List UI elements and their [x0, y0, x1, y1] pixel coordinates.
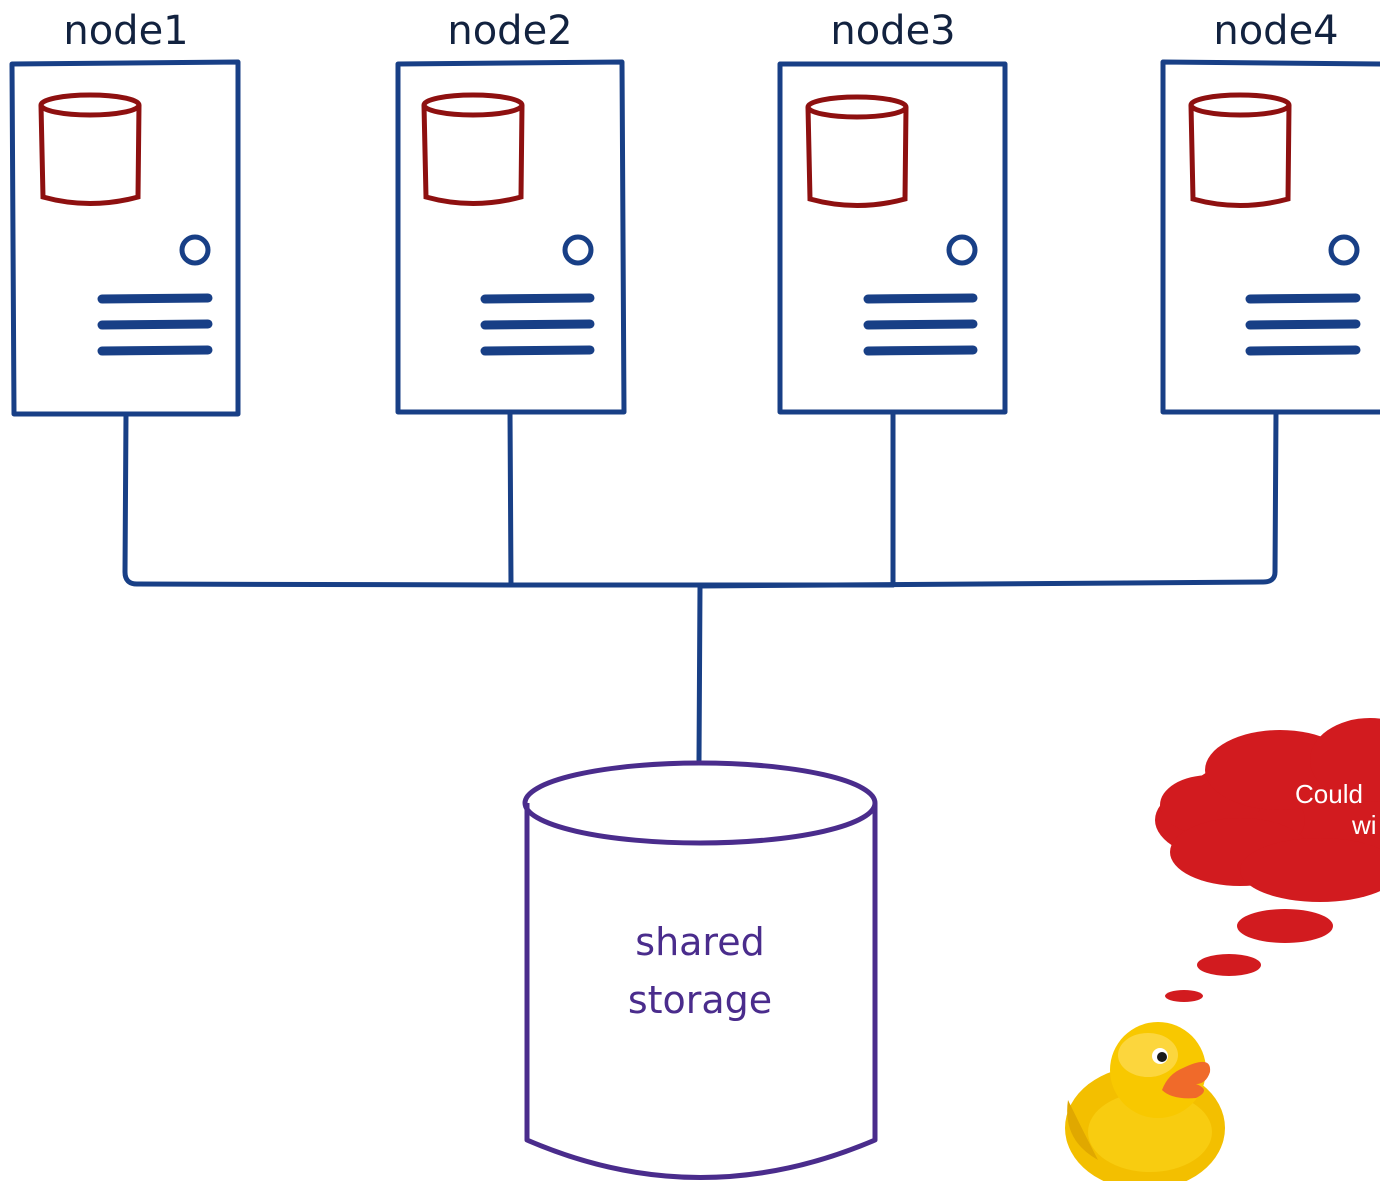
power-led-icon	[1328, 234, 1360, 266]
server-node-3: node3	[777, 8, 1008, 415]
power-led-icon	[946, 234, 978, 266]
power-led-icon	[562, 234, 594, 266]
server-box-3	[777, 61, 1008, 415]
vent-lines-icon	[1245, 293, 1361, 356]
shared-storage: shared storage	[522, 760, 878, 1180]
node-label-3: node3	[830, 8, 955, 54]
node-label-4: node4	[1213, 8, 1338, 54]
thought-text-line2: wi	[1351, 810, 1377, 840]
duck-beak	[1162, 1061, 1211, 1099]
disk-icon	[805, 94, 909, 208]
node-label-1: node1	[63, 8, 188, 54]
disk-icon	[1188, 92, 1292, 208]
rubber-duck-icon	[1065, 1022, 1225, 1181]
vent-lines-icon	[863, 293, 978, 356]
thought-cloud	[1155, 718, 1380, 902]
server-box-1	[9, 59, 241, 417]
storage-cylinder	[524, 803, 878, 1180]
link-node-2	[507, 409, 514, 588]
thought-dot-large	[1237, 909, 1333, 943]
server-node-1: node1	[9, 8, 241, 417]
server-box-2	[395, 59, 627, 415]
node-label-2: node2	[447, 8, 572, 54]
disk-icon	[421, 92, 525, 206]
vent-lines-icon	[97, 293, 213, 356]
server-node-4: node4	[1160, 8, 1380, 415]
thought-bubble: Could wi	[1155, 718, 1380, 1002]
power-led-icon	[179, 234, 211, 266]
vent-lines-icon	[480, 293, 595, 356]
storage-label-line1: shared	[635, 920, 764, 964]
server-node-2: node2	[395, 8, 627, 415]
storage-label-line2: storage	[628, 978, 772, 1022]
thought-text-line1: Could	[1295, 779, 1363, 809]
disk-icon	[38, 92, 142, 206]
link-node-1	[122, 411, 513, 588]
thought-dot-small	[1165, 990, 1203, 1002]
thought-dot-medium	[1197, 954, 1261, 976]
network-connections	[122, 409, 1279, 763]
link-storage	[696, 583, 703, 763]
link-node-4	[697, 409, 1279, 589]
